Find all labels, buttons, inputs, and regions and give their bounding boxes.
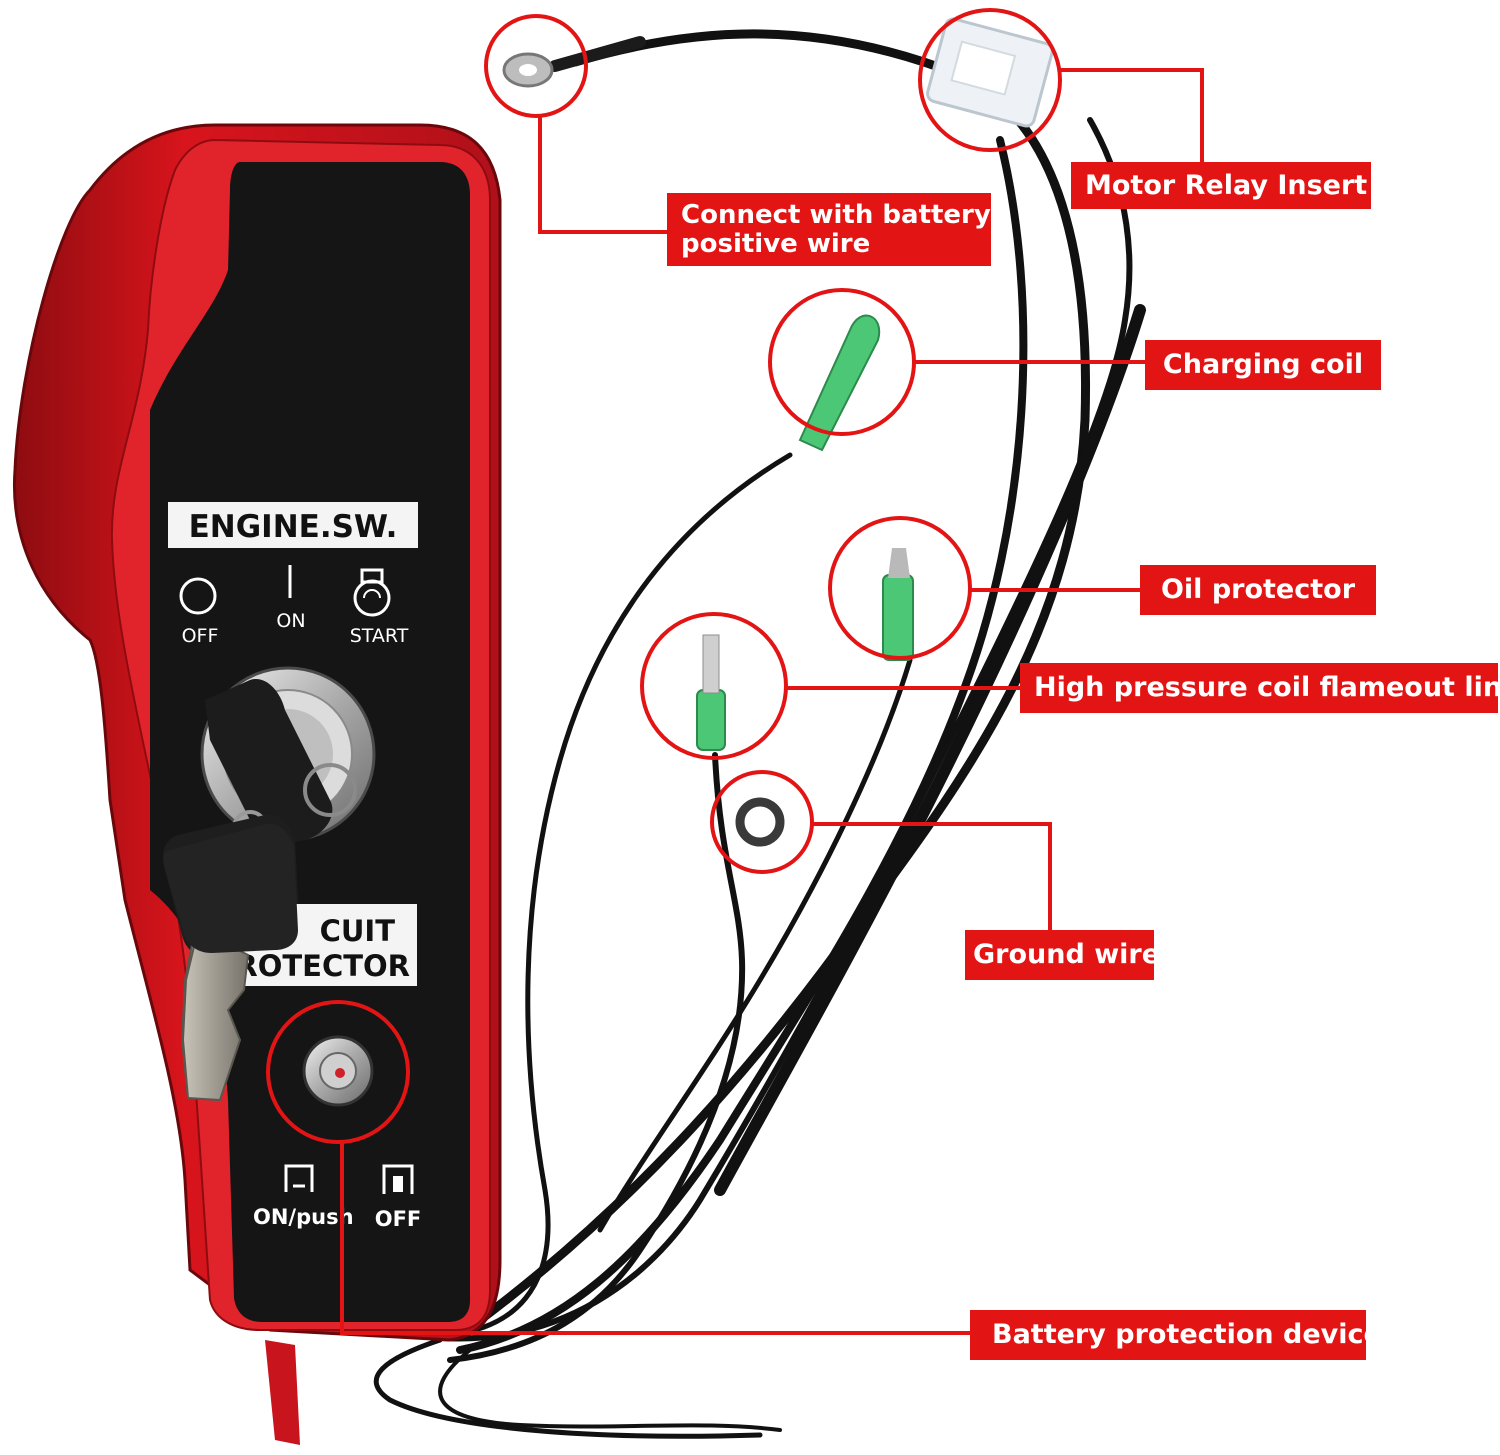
callout-circle-battery-protection	[266, 1000, 410, 1144]
label-flameout-line: High pressure coil flameout line	[1020, 663, 1500, 713]
leader-relay	[1060, 68, 1204, 162]
leader-battery-positive	[538, 116, 668, 234]
engine-switch-label: ENGINE.SW.	[189, 509, 398, 545]
start-engine-icon	[353, 568, 391, 617]
callout-circle-ground	[710, 770, 814, 874]
breaker-off-icon	[382, 1164, 414, 1194]
oil-protector-terminal	[882, 548, 914, 661]
position-on-label: ON	[276, 610, 305, 632]
protector-label-line1: CUIT	[320, 914, 396, 948]
protector-label-line2: ROTECTOR	[235, 949, 410, 983]
ignition-key[interactable]	[205, 679, 357, 846]
key-blade-front	[163, 823, 298, 1102]
leader-battery-protection	[340, 1142, 970, 1335]
relay-connector	[926, 17, 1054, 128]
breaker-off-label: OFF	[375, 1207, 422, 1231]
label-battery-positive-line1: Connect with battery	[681, 199, 991, 230]
position-marks: OFF ON START	[179, 565, 409, 647]
label-battery-positive: Connect with battery positive wire	[667, 193, 991, 266]
callout-circle-relay	[918, 8, 1062, 152]
breaker-on-label: ON/push	[253, 1205, 354, 1229]
position-off-label: OFF	[182, 625, 219, 647]
callout-markers	[266, 8, 1204, 1335]
breaker-on-icon	[284, 1164, 314, 1192]
circuit-protector-plate: CUIT ROTECTOR	[235, 904, 417, 986]
label-oil-protector: Oil protector	[1140, 565, 1376, 615]
wire-harness	[373, 29, 1146, 1439]
label-ground-wire: Ground wire	[965, 930, 1160, 980]
label-motor-relay-insert: Motor Relay Insert	[1071, 162, 1371, 209]
off-circle-icon	[179, 577, 217, 615]
battery-positive-ring-terminal	[502, 36, 646, 88]
label-battery-positive-line2: positive wire	[681, 228, 871, 259]
breaker-position-marks: ON/push OFF	[253, 1164, 422, 1231]
position-start-label: START	[350, 625, 409, 647]
callout-circle-battery-positive	[484, 14, 588, 118]
ground-ring-terminal	[735, 797, 785, 847]
charging-coil-terminal	[798, 314, 881, 452]
engine-switch-plate: ENGINE.SW.	[168, 502, 418, 548]
flameout-terminal	[696, 634, 726, 751]
label-battery-protection: Battery protection device	[970, 1310, 1382, 1360]
leader-ground	[812, 822, 1052, 930]
label-charging-coil: Charging coil	[1145, 340, 1381, 390]
circuit-breaker-button[interactable]	[302, 1035, 374, 1107]
